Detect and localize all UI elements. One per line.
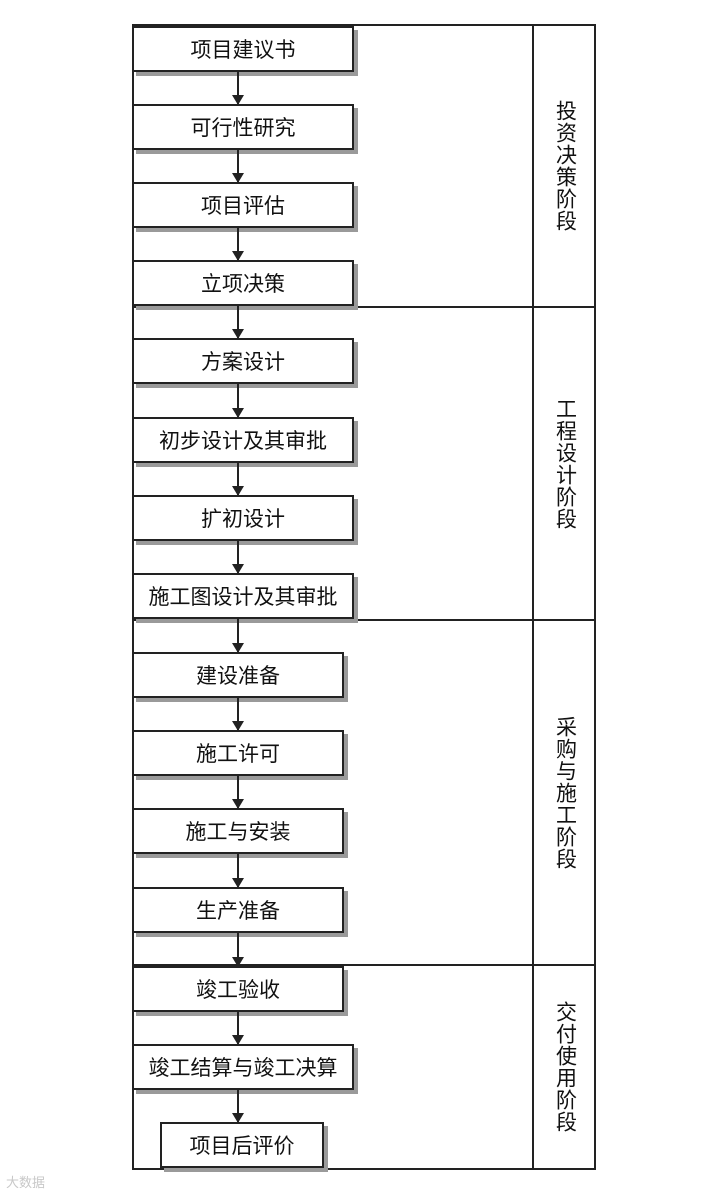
flow-arrow: [232, 384, 244, 418]
stage-divider-1: [132, 306, 596, 308]
step-box-feasibility-study: 可行性研究: [132, 104, 354, 150]
step-box-construction-permit: 施工许可: [132, 730, 344, 776]
stage-label: 采购与施工阶段: [553, 715, 578, 870]
step-box-extended-design: 扩初设计: [132, 495, 354, 541]
flow-arrow: [232, 698, 244, 731]
flow-arrow: [232, 1012, 244, 1045]
step-label: 生产准备: [196, 899, 280, 923]
step-label: 施工与安装: [185, 820, 291, 844]
stage-divider-3: [132, 964, 596, 966]
flow-arrow: [232, 1090, 244, 1123]
stage-label: 工程设计阶段: [553, 397, 578, 530]
stage-label: 投资决策阶段: [553, 100, 578, 232]
step-label: 扩初设计: [201, 507, 285, 531]
step-label: 初步设计及其审批: [159, 429, 327, 453]
step-box-project-approval: 立项决策: [132, 260, 354, 306]
step-box-project-evaluation: 项目评估: [132, 182, 354, 228]
step-label: 项目后评价: [189, 1134, 295, 1158]
step-box-project-proposal: 项目建议书: [132, 26, 354, 72]
flow-arrow: [232, 72, 244, 105]
step-box-final-accounts: 竣工结算与竣工决算: [132, 1044, 354, 1090]
step-label: 竣工验收: [196, 978, 280, 1002]
step-box-production-prep: 生产准备: [132, 887, 344, 933]
stage-engineering-design: 工程设计阶段: [534, 308, 596, 619]
stage-investment-decision: 投资决策阶段: [534, 26, 596, 306]
flow-arrow: [232, 228, 244, 261]
stage-label: 交付使用阶段: [553, 1001, 578, 1133]
stage-delivery-use: 交付使用阶段: [534, 966, 596, 1168]
stage-divider-2: [132, 619, 596, 621]
step-box-construction-prep: 建设准备: [132, 652, 344, 698]
flow-arrow: [232, 776, 244, 809]
flow-arrow: [232, 463, 244, 496]
step-label: 建设准备: [196, 664, 280, 688]
step-box-scheme-design: 方案设计: [132, 338, 354, 384]
step-label: 竣工结算与竣工决算: [148, 1056, 338, 1080]
step-label: 施工图设计及其审批: [148, 585, 338, 609]
stage-procurement-construction: 采购与施工阶段: [534, 621, 596, 964]
watermark: 大数据: [6, 1176, 46, 1191]
step-box-completion-acceptance: 竣工验收: [132, 966, 344, 1012]
step-box-construction-install: 施工与安装: [132, 808, 344, 854]
step-label: 方案设计: [201, 350, 285, 374]
flow-arrow: [232, 933, 244, 967]
step-label: 施工许可: [196, 742, 280, 766]
flow-arrow: [232, 541, 244, 574]
flow-arrow: [232, 619, 244, 653]
flow-arrow: [232, 854, 244, 888]
step-label: 项目评估: [201, 194, 285, 218]
flow-arrow: [232, 306, 244, 339]
step-box-post-evaluation: 项目后评价: [160, 1122, 324, 1168]
step-box-preliminary-design: 初步设计及其审批: [132, 417, 354, 463]
flow-arrow: [232, 150, 244, 183]
step-box-construction-drawing: 施工图设计及其审批: [132, 573, 354, 619]
step-label: 项目建议书: [190, 38, 296, 62]
stage-column-separator: [532, 24, 534, 1170]
step-label: 可行性研究: [190, 116, 296, 140]
step-label: 立项决策: [201, 272, 285, 296]
